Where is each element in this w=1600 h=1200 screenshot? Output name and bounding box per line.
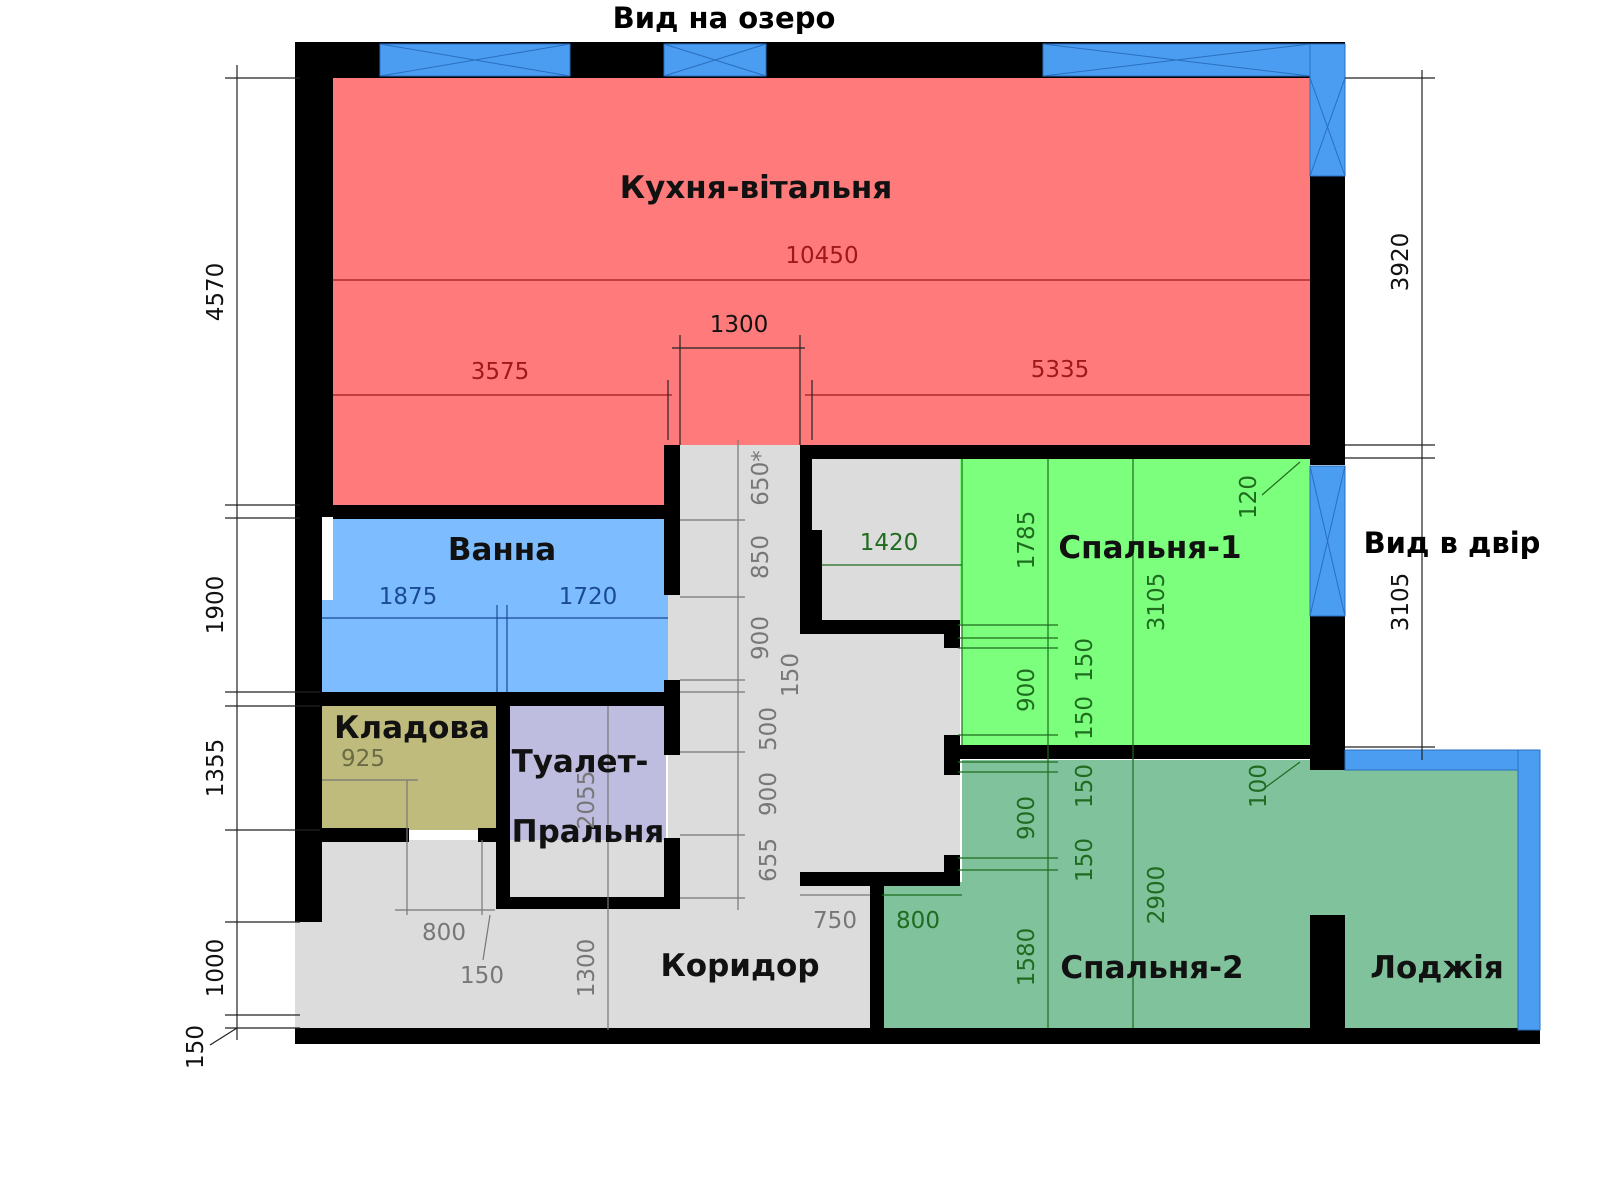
storage-area bbox=[322, 706, 497, 830]
corridor-label: Коридор bbox=[660, 948, 819, 984]
dim-bath-right: 1720 bbox=[559, 584, 618, 610]
dim-corridor-900-b: 900 bbox=[756, 772, 782, 816]
dim-left-kitchen-depth: 4570 bbox=[203, 263, 229, 322]
dim-bedroom-1-3105: 3105 bbox=[1144, 573, 1170, 632]
dim-corridor-150: 150 bbox=[778, 653, 804, 697]
dim-kitchen-width: 10450 bbox=[785, 243, 858, 269]
window-top-2 bbox=[663, 43, 767, 77]
dim-kitchen-right: 5335 bbox=[1031, 357, 1090, 383]
dim-bedroom-2-900: 900 bbox=[1014, 796, 1040, 840]
dim-left-storage-depth: 1355 bbox=[203, 739, 229, 798]
dim-bedroom-2-150-b: 150 bbox=[1072, 838, 1098, 882]
dim-bedroom-2-door: 800 bbox=[896, 908, 940, 934]
dim-corridor-entry: 1300 bbox=[574, 939, 600, 998]
bath-area-lower bbox=[322, 600, 668, 693]
dim-storage-door: 800 bbox=[422, 920, 466, 946]
dim-left-wall: 150 bbox=[183, 1025, 209, 1069]
storage-label: Кладова bbox=[334, 710, 490, 746]
loggia-area bbox=[1310, 760, 1525, 1028]
dim-right-bedroom-depth: 3105 bbox=[1388, 573, 1414, 632]
bedroom-1-label: Спальня-1 bbox=[1058, 530, 1241, 566]
kitchen-living-label: Кухня-вітальня bbox=[620, 170, 893, 206]
dimension-lines bbox=[209, 65, 1435, 1046]
window-top-corner bbox=[1042, 43, 1346, 177]
dim-right-kitchen-depth: 3920 bbox=[1388, 233, 1414, 292]
bedroom-1-area-lower bbox=[962, 459, 1310, 745]
toilet-laundry-label-line-2: Пральня bbox=[512, 814, 665, 850]
window-top-1 bbox=[379, 43, 571, 77]
dim-bedroom-1-niche: 1420 bbox=[860, 530, 919, 556]
dim-kitchen-opening: 1300 bbox=[710, 312, 769, 338]
dim-bedroom-2-150-a: 150 bbox=[1072, 764, 1098, 808]
kitchen-entry-area bbox=[672, 300, 802, 450]
dim-storage-wall: 150 bbox=[460, 963, 504, 989]
window-loggia bbox=[1344, 749, 1541, 1031]
bedroom-2-label: Спальня-2 bbox=[1060, 950, 1243, 986]
dim-bedroom-1-120: 120 bbox=[1236, 475, 1262, 519]
dim-bedroom-2-2900: 2900 bbox=[1144, 866, 1170, 925]
dim-corridor-500: 500 bbox=[756, 707, 782, 751]
bath-label: Ванна bbox=[448, 532, 556, 568]
dim-bedroom-1-900: 900 bbox=[1014, 668, 1040, 712]
dim-corridor-650: 650* bbox=[748, 450, 774, 505]
dim-left-bath-depth: 1900 bbox=[203, 576, 229, 635]
dim-bedroom-1-150-a: 150 bbox=[1072, 638, 1098, 682]
dim-bedroom-2-1580: 1580 bbox=[1014, 928, 1040, 987]
dim-corridor-655: 655 bbox=[756, 838, 782, 882]
dim-bedroom-2-100: 100 bbox=[1246, 764, 1272, 808]
lake-view-label: Вид на озеро bbox=[613, 1, 836, 35]
loggia-label: Лоджія bbox=[1370, 950, 1503, 986]
dim-left-entry-depth: 1000 bbox=[203, 939, 229, 998]
dim-kitchen-left: 3575 bbox=[471, 359, 530, 385]
dim-bath-left: 1875 bbox=[379, 584, 438, 610]
yard-view-label: Вид в двір bbox=[1364, 526, 1541, 560]
dim-corridor-850: 850 bbox=[748, 535, 774, 579]
dim-toilet-depth: 2055 bbox=[574, 771, 600, 830]
corridor-area-mid bbox=[668, 695, 870, 895]
dim-corridor-900-a: 900 bbox=[748, 616, 774, 660]
bedroom-2-area-lower bbox=[882, 882, 1310, 1030]
dim-corridor-door: 750 bbox=[813, 908, 857, 934]
dim-bedroom-1-1785: 1785 bbox=[1014, 511, 1040, 570]
dim-storage-width: 925 bbox=[341, 746, 385, 772]
dim-bedroom-1-150-b: 150 bbox=[1072, 696, 1098, 740]
window-bedroom-1 bbox=[1309, 465, 1346, 617]
toilet-laundry-label-line-1: Туалет- bbox=[512, 744, 649, 780]
kitchen-living-area bbox=[333, 78, 1310, 508]
